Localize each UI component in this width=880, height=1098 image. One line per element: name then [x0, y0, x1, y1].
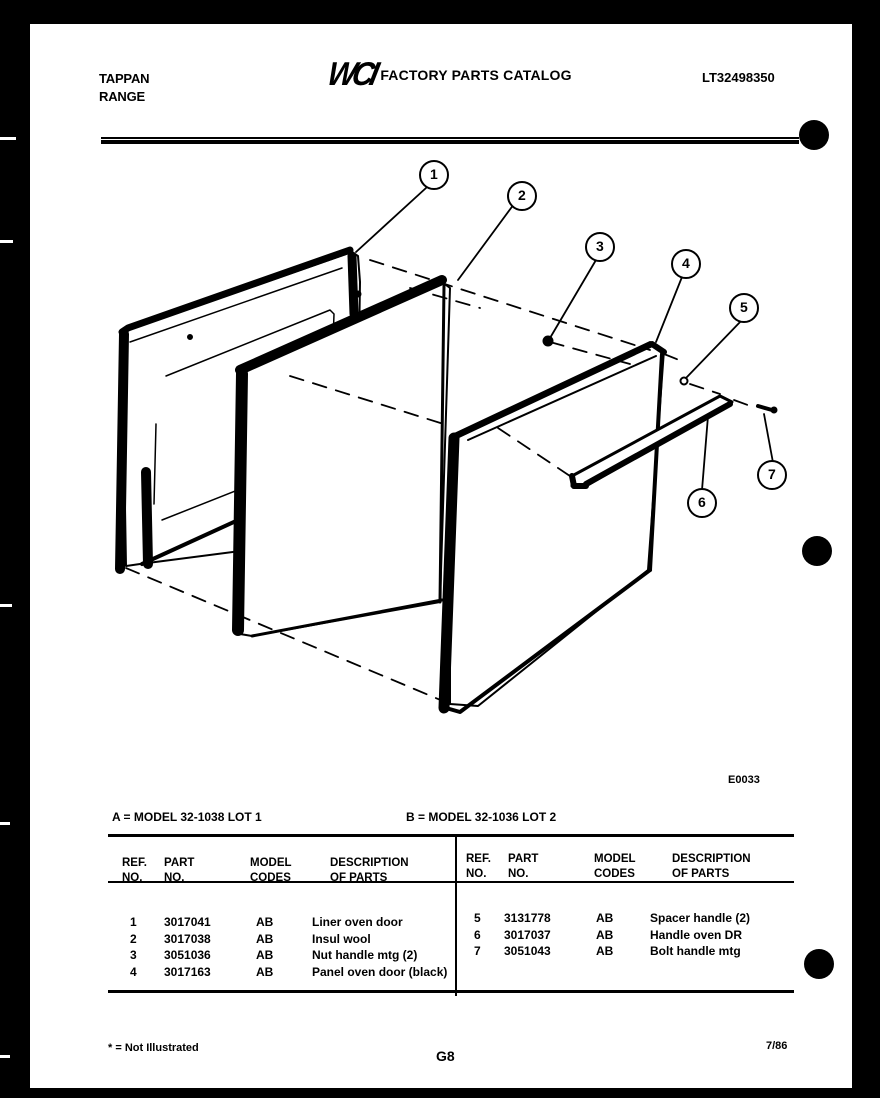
diagram-code: E0033 [728, 774, 760, 786]
header-divider [101, 140, 799, 144]
table-cell: AB [596, 911, 614, 925]
callout-circle [585, 232, 615, 262]
table-cell: 3017037 [504, 927, 551, 942]
table-header-rule [108, 881, 794, 883]
header-divider [101, 137, 799, 139]
desc-column-right: Spacer handle (2) Handle oven DR Bolt ha… [650, 910, 750, 960]
table-cell: 4 [130, 964, 137, 979]
table-cell: 3051036 [164, 948, 211, 962]
table-cell: 3017041 [164, 915, 211, 929]
catalog-number: LT32498350 [702, 70, 775, 85]
table-cell: Handle oven DR [650, 927, 743, 942]
brand-block: TAPPAN RANGE [99, 70, 150, 106]
table-cell: AB [256, 948, 274, 962]
binder-hole [804, 949, 834, 979]
callout-4: 4 [682, 255, 690, 271]
margin-tick [0, 604, 12, 607]
table-cell: 2 [130, 931, 137, 946]
callout-3: 3 [596, 238, 604, 254]
callout-circle [757, 460, 787, 490]
table-cell: 3017163 [164, 964, 211, 979]
margin-tick [0, 1055, 10, 1058]
insul-wool-drawing [232, 275, 451, 638]
desc-column-left: Liner oven door Insul wool Nut handle mt… [312, 914, 447, 980]
model-a-label: A = MODEL 32-1038 LOT 1 [112, 810, 262, 824]
codes-column-left: AB AB AB AB [256, 914, 273, 980]
not-illustrated-note: * = Not Illustrated [108, 1042, 199, 1054]
callout-circle [507, 181, 537, 211]
table-cell: 3051043 [504, 944, 551, 958]
callout-1: 1 [430, 166, 438, 182]
table-cell: 1 [130, 915, 137, 929]
callout-7: 7 [768, 466, 776, 482]
ref-column-right: 5 6 7 [474, 910, 481, 960]
product-type: RANGE [99, 89, 145, 104]
table-cell: AB [256, 915, 274, 929]
catalog-title: FACTORY PARTS CATALOG [380, 67, 572, 83]
page-code: G8 [436, 1048, 455, 1064]
callout-circle [729, 293, 759, 323]
catalog-heading: WCI FACTORY PARTS CATALOG [324, 56, 572, 92]
table-cell: Liner oven door [312, 915, 403, 929]
part-column-right: 3131778 3017037 3051043 [504, 910, 551, 960]
callout-6: 6 [698, 494, 706, 510]
exploded-parts-diagram [115, 160, 787, 714]
table-cell: 3131778 [504, 911, 551, 925]
table-cell: 7 [474, 944, 481, 958]
table-top-rule [108, 834, 794, 837]
callout-circle [687, 488, 717, 518]
callout-circle [671, 249, 701, 279]
header-ref-no: REF.NO. [466, 853, 491, 880]
table-cell: AB [256, 931, 274, 946]
panel-oven-door-drawing [438, 341, 667, 714]
table-cell: AB [596, 944, 614, 958]
callout-5: 5 [740, 299, 748, 315]
table-cell: Panel oven door (black) [312, 964, 448, 979]
table-cell: Bolt handle mtg [650, 944, 741, 958]
handle-oven-drawing [569, 394, 734, 489]
header-ref-no: REF.NO. [122, 857, 147, 884]
table-cell: 5 [474, 911, 481, 925]
table-cell: Nut handle mtg (2) [312, 948, 418, 962]
table-cell: 6 [474, 927, 481, 942]
brand-name: TAPPAN [99, 71, 150, 86]
margin-tick [0, 137, 16, 140]
table-cell: 3017038 [164, 931, 211, 946]
table-cell: Insul wool [312, 931, 371, 946]
part-column-left: 3017041 3017038 3051036 3017163 [164, 914, 211, 980]
callout-2: 2 [518, 187, 526, 203]
table-column-divider [455, 836, 457, 996]
margin-tick [0, 240, 13, 243]
ref-column-left: 1 2 3 4 [130, 914, 137, 980]
margin-tick [0, 822, 10, 825]
table-cell: 3 [130, 948, 137, 962]
table-cell: AB [596, 927, 614, 942]
binder-hole [802, 536, 832, 566]
callout-circle [419, 160, 449, 190]
callout-leaders [355, 187, 775, 491]
table-cell: Spacer handle (2) [650, 911, 751, 925]
table-cell: AB [256, 964, 274, 979]
codes-column-right: AB AB AB [596, 910, 613, 960]
catalog-page: TAPPAN RANGE WCI FACTORY PARTS CATALOG L… [30, 24, 852, 1088]
model-b-label: B = MODEL 32-1036 LOT 2 [406, 810, 557, 824]
binder-hole [799, 120, 829, 150]
table-bottom-rule [108, 990, 794, 993]
revision-date: 7/86 [766, 1040, 788, 1052]
alignment-lines [125, 259, 757, 705]
